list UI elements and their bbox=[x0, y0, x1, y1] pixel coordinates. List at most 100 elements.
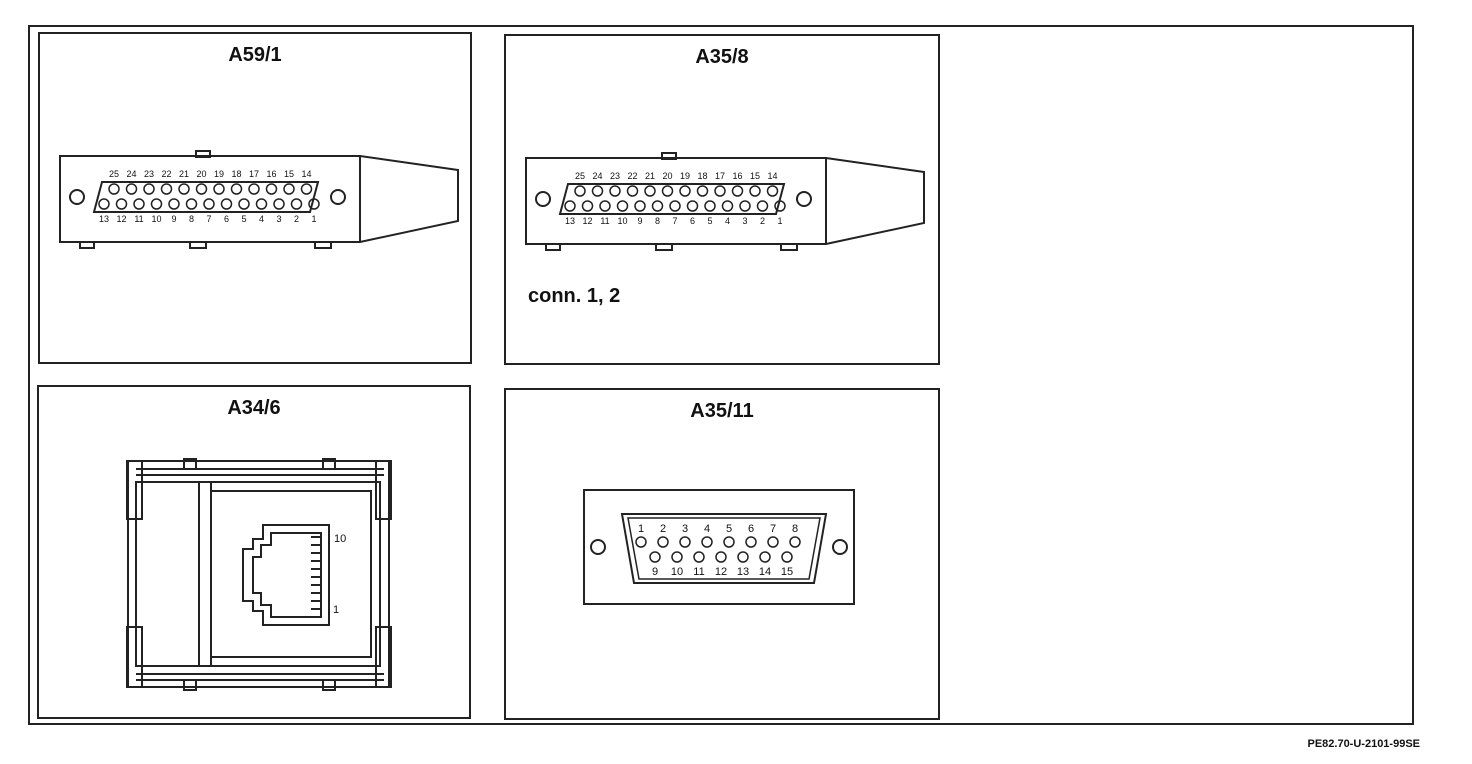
clip-top-right bbox=[375, 460, 392, 520]
mounting-hole-left bbox=[590, 539, 606, 555]
pin-20 bbox=[661, 185, 674, 197]
pin-label-19: 19 bbox=[680, 171, 690, 181]
pin-9 bbox=[649, 551, 661, 563]
pin-label-9: 9 bbox=[637, 216, 642, 226]
pin-12 bbox=[115, 198, 128, 210]
pin-8 bbox=[651, 200, 664, 212]
pin-label-12: 12 bbox=[582, 216, 592, 226]
pin-11 bbox=[599, 200, 611, 212]
pin-3 bbox=[679, 536, 691, 548]
mounting-hole-right bbox=[832, 539, 848, 555]
pin-label-11: 11 bbox=[600, 216, 609, 226]
bottom-tab bbox=[314, 241, 332, 249]
pin-label-8: 8 bbox=[792, 523, 798, 535]
pin-label-2: 2 bbox=[760, 216, 765, 226]
pin-24 bbox=[125, 183, 138, 195]
jack-face bbox=[210, 490, 372, 658]
pin-5 bbox=[704, 200, 716, 212]
mounting-hole-left bbox=[69, 189, 85, 205]
jack-body bbox=[135, 481, 381, 667]
pin-21 bbox=[644, 185, 656, 197]
pin-label-3: 3 bbox=[276, 214, 281, 224]
pin-label-19: 19 bbox=[214, 169, 224, 179]
d-shell bbox=[92, 181, 320, 213]
pin-6 bbox=[220, 198, 233, 210]
pin-label-9: 9 bbox=[171, 214, 176, 224]
pin-4 bbox=[255, 198, 268, 210]
pin-15 bbox=[283, 183, 295, 195]
pin-13 bbox=[564, 200, 576, 212]
rj-jack-a34-6: 10 1 bbox=[126, 458, 392, 691]
diagram-frame bbox=[28, 25, 1414, 725]
pin-11 bbox=[133, 198, 145, 210]
pin-label-5: 5 bbox=[707, 216, 712, 226]
pin-9 bbox=[634, 200, 646, 212]
pin-1 bbox=[774, 200, 786, 212]
pin-4 bbox=[721, 200, 734, 212]
pin-23 bbox=[609, 185, 621, 197]
pin-5 bbox=[238, 198, 250, 210]
pin-label-6: 6 bbox=[690, 216, 695, 226]
pin-label-1: 1 bbox=[777, 216, 782, 226]
pin-label-4: 4 bbox=[259, 214, 264, 224]
pin-25 bbox=[574, 185, 586, 197]
pin-10 bbox=[671, 551, 683, 563]
db15-shell bbox=[583, 489, 855, 605]
pin-label-4: 4 bbox=[725, 216, 730, 226]
mounting-hole-left bbox=[535, 191, 551, 207]
jack-housing bbox=[127, 460, 390, 688]
pin-label-3: 3 bbox=[682, 523, 688, 535]
pin-8 bbox=[789, 536, 801, 548]
pin-15 bbox=[781, 551, 793, 563]
pin-10 bbox=[150, 198, 163, 210]
pin-label-20: 20 bbox=[196, 169, 206, 179]
pin-19 bbox=[679, 185, 691, 197]
pin-label-5: 5 bbox=[241, 214, 246, 224]
pin-label-5: 5 bbox=[726, 523, 732, 535]
pin-label-24: 24 bbox=[126, 169, 136, 179]
pin-label-12: 12 bbox=[715, 566, 727, 578]
db15-face bbox=[620, 513, 828, 584]
d-shell bbox=[558, 183, 786, 215]
pin-label-9: 9 bbox=[652, 566, 658, 578]
connector-note: conn. 1, 2 bbox=[528, 285, 621, 307]
pin-label-13: 13 bbox=[99, 214, 109, 224]
pin-label-7: 7 bbox=[770, 523, 776, 535]
pin-16 bbox=[265, 183, 278, 195]
bottom-tab bbox=[655, 243, 673, 251]
pin-4 bbox=[701, 536, 713, 548]
pin-14 bbox=[759, 551, 771, 563]
pin-6 bbox=[686, 200, 699, 212]
pin-label-3: 3 bbox=[742, 216, 747, 226]
pin-label-15: 15 bbox=[781, 566, 793, 578]
clip-top-left bbox=[126, 460, 143, 520]
top-tab bbox=[661, 152, 677, 160]
pin-9 bbox=[168, 198, 180, 210]
pin-3 bbox=[273, 198, 285, 210]
pin-label-25: 25 bbox=[575, 171, 585, 181]
panel-title: A35/8 bbox=[695, 46, 749, 68]
panel-title: A34/6 bbox=[227, 397, 281, 419]
pin-10 bbox=[616, 200, 629, 212]
pin-label-21: 21 bbox=[179, 169, 189, 179]
pin-label-8: 8 bbox=[655, 216, 660, 226]
panel-title: A35/11 bbox=[690, 400, 754, 422]
bottom-tab bbox=[545, 243, 561, 251]
pin-13 bbox=[98, 198, 110, 210]
panel-title: A59/1 bbox=[228, 44, 282, 66]
pin-label-23: 23 bbox=[610, 171, 620, 181]
pin-label-4: 4 bbox=[704, 523, 710, 535]
pin-2 bbox=[290, 198, 303, 210]
pin-7 bbox=[203, 198, 215, 210]
pin-label-22: 22 bbox=[161, 169, 171, 179]
pin-12 bbox=[715, 551, 727, 563]
pin-label-1: 1 bbox=[311, 214, 316, 224]
pin-label-18: 18 bbox=[231, 169, 241, 179]
pin-14 bbox=[300, 183, 313, 195]
pin-label-10: 10 bbox=[151, 214, 161, 224]
pin-label-16: 16 bbox=[266, 169, 276, 179]
pin-label-7: 7 bbox=[672, 216, 677, 226]
panel-a34-6: A34/6 10 1 bbox=[37, 385, 471, 719]
